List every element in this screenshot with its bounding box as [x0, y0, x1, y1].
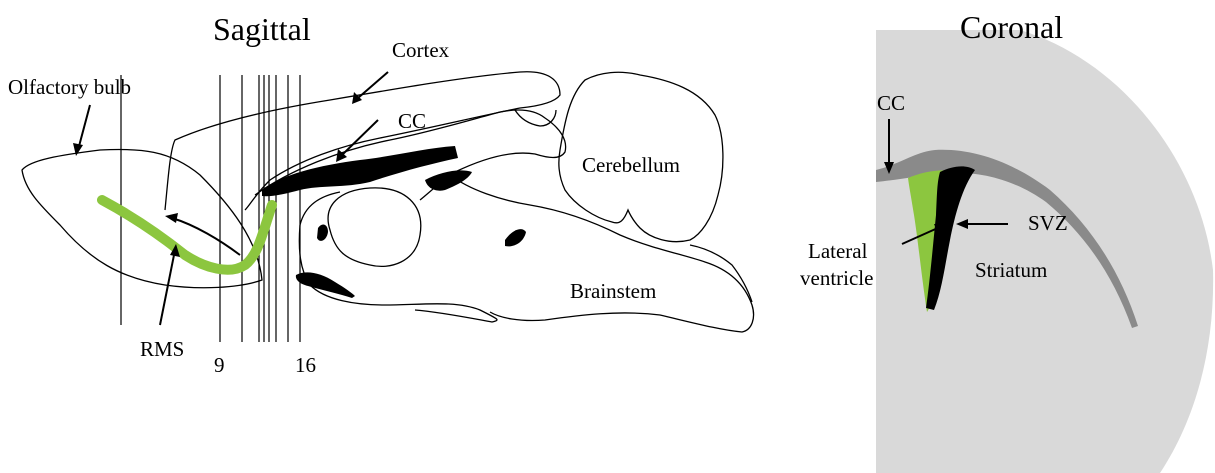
coronal-section — [876, 30, 1213, 473]
ventricle3-fill — [317, 225, 328, 241]
anterior-commissure-fill — [296, 272, 355, 298]
sagittal-title: Sagittal — [213, 11, 311, 47]
rms-label: RMS — [140, 337, 184, 361]
brainstem-label: Brainstem — [570, 279, 656, 303]
striatum-label: Striatum — [975, 258, 1047, 282]
pons-outline — [690, 245, 752, 302]
thalamus-outline — [328, 188, 421, 267]
section-last-label: 16 — [295, 353, 316, 377]
svz-label: SVZ — [1028, 211, 1068, 235]
coronal-title: Coronal — [960, 9, 1063, 45]
cerebellum-label: Cerebellum — [582, 153, 680, 177]
brainstem-outline — [450, 175, 754, 332]
section-first-label: 9 — [214, 353, 225, 377]
aqueduct-fill — [505, 229, 526, 246]
lateral-label: Lateral — [808, 239, 868, 263]
cortex-label: Cortex — [392, 38, 450, 62]
rms-stream — [102, 200, 272, 270]
cc-sagittal-label: CC — [398, 109, 426, 133]
ventricle-label: ventricle — [800, 266, 873, 290]
fornix-fill — [425, 170, 472, 190]
cc-coronal-label: CC — [877, 91, 905, 115]
olfactory-bulb-label: Olfactory bulb — [8, 75, 131, 99]
